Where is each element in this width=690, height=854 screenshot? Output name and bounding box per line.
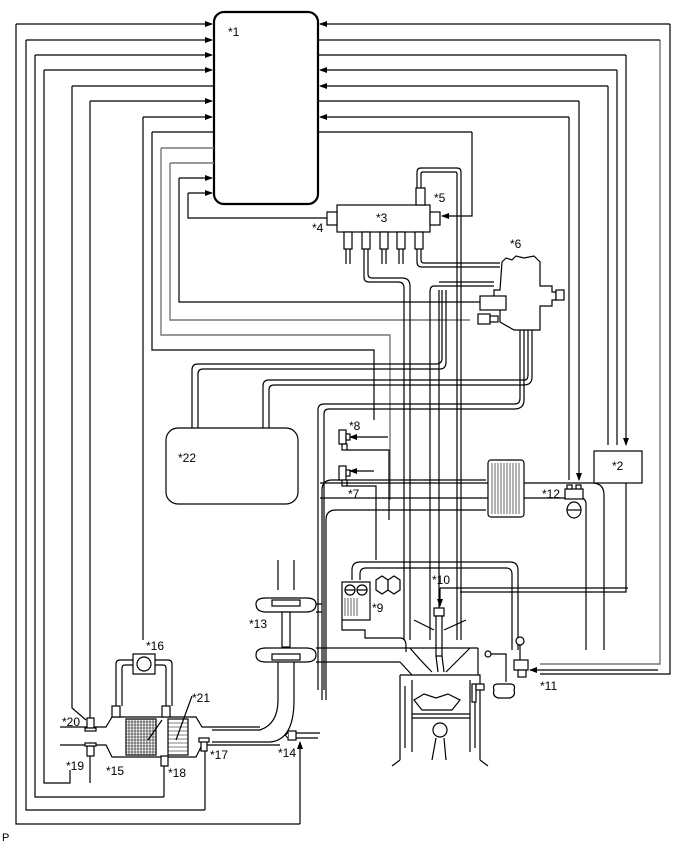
component-2-box — [593, 450, 643, 484]
supply-pump: *6 — [477, 237, 565, 331]
label-10: *10 — [432, 573, 450, 587]
label-4: *4 — [312, 221, 324, 235]
label-9: *9 — [372, 601, 384, 615]
label-8: *8 — [349, 419, 361, 433]
common-rail: *3 *4 *5 — [312, 187, 446, 264]
ecu-box — [212, 10, 320, 206]
footer-code: P — [2, 832, 10, 844]
fuel-pipes — [191, 167, 533, 690]
fuel-tank — [165, 427, 299, 505]
sensor-17: *17 — [198, 737, 228, 810]
label-3: *3 — [376, 211, 388, 225]
turbocharger: *13 — [212, 560, 400, 743]
label-18: *18 — [168, 766, 186, 780]
label-21: *21 — [192, 691, 210, 705]
ecu-left-wiring — [15, 21, 480, 825]
label-17: *17 — [210, 748, 228, 762]
wire-left-1 — [15, 24, 300, 825]
label-20: *20 — [62, 715, 80, 729]
valve-9: *9 — [341, 575, 407, 652]
vsv-8: *8 — [338, 419, 390, 520]
engine-cylinder — [391, 647, 489, 767]
label-19: *19 — [66, 759, 84, 773]
label-15: *15 — [106, 764, 124, 778]
label-16: *16 — [146, 639, 164, 653]
label-12: *12 — [542, 487, 560, 501]
label-1: *1 — [228, 25, 240, 39]
label-2: *2 — [612, 459, 624, 473]
label-11: *11 — [540, 679, 557, 693]
label-6: *6 — [510, 237, 522, 251]
label-7: *7 — [348, 487, 360, 501]
exhaust-aftertreatment — [60, 653, 280, 758]
sensor-19: *19 — [66, 742, 97, 783]
label-5: *5 — [434, 191, 446, 205]
ecu-right-wiring — [318, 21, 671, 675]
injector-10: *10 — [413, 573, 628, 657]
wire-left-2 — [25, 40, 205, 811]
label-13: *13 — [249, 617, 267, 631]
label-22: *22 — [178, 451, 196, 465]
intake-loop — [351, 561, 519, 650]
sensor-18: *18 — [160, 755, 186, 797]
sensor-20: *20 — [62, 715, 97, 732]
sensor-12: *12 — [542, 484, 584, 519]
sensor-11: *11 — [471, 636, 658, 703]
sensor-14: *14 — [278, 730, 320, 824]
label-14: *14 — [278, 746, 296, 760]
